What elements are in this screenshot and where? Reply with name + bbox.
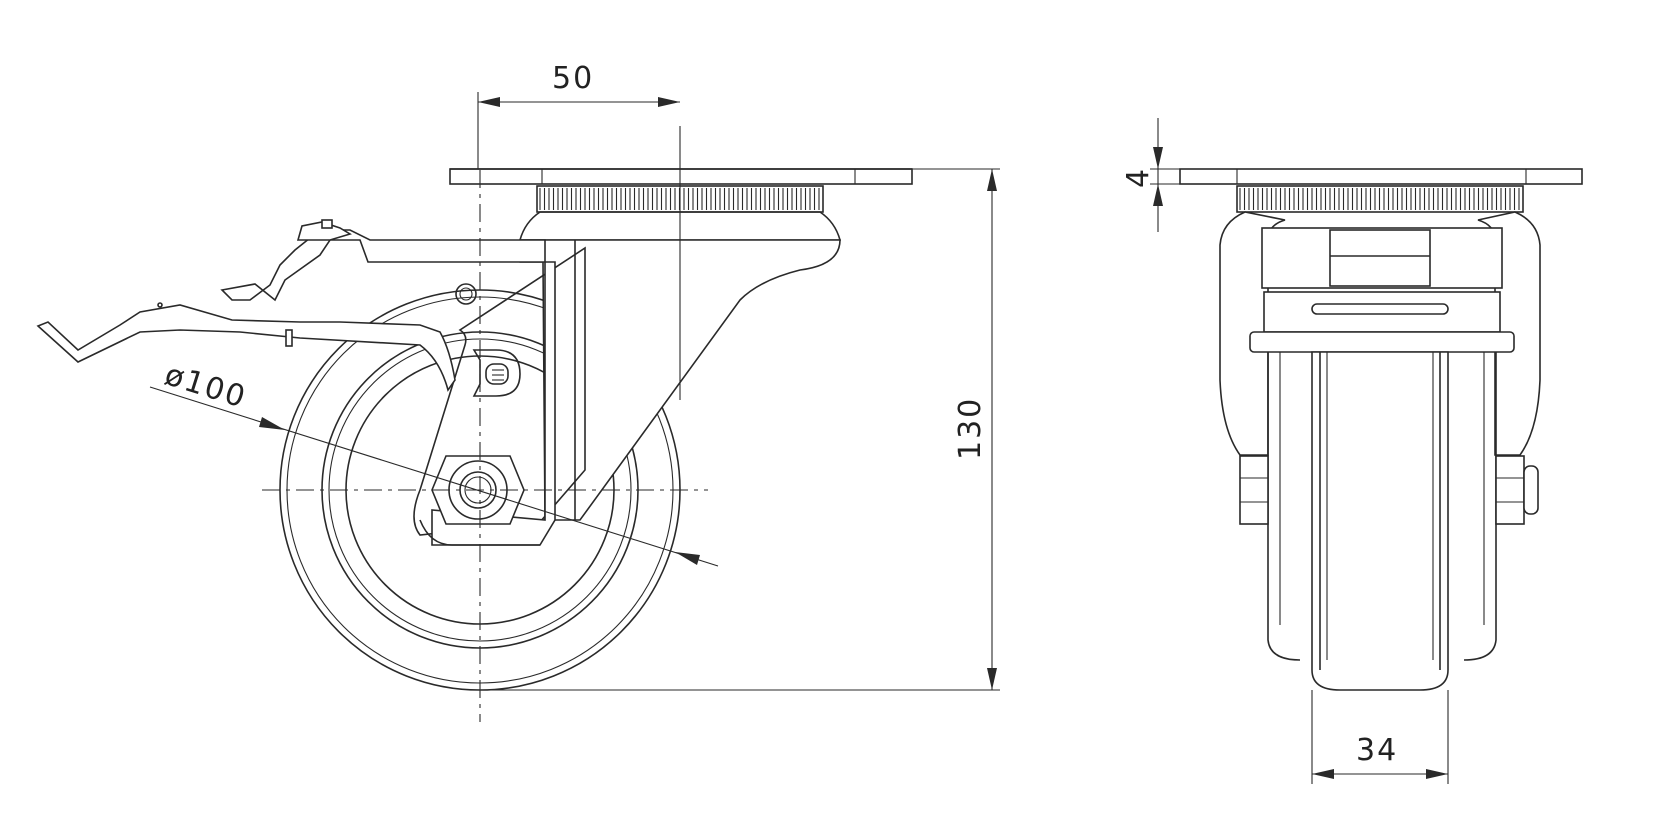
offset-dimension: 50: [477, 61, 680, 169]
side-view: 50 ø100 130: [36, 61, 1000, 722]
axle-nut-front-left: [1239, 455, 1269, 525]
wheel-front: [1311, 351, 1449, 691]
offset-dimension-label: 50: [552, 61, 594, 96]
plate-thickness-label: 4: [1121, 167, 1156, 188]
brake-lever-side: [36, 219, 546, 392]
wheel-width-label: 34: [1356, 733, 1398, 768]
axle-nut-front-right: [1495, 455, 1539, 525]
top-plate-front: [1179, 168, 1583, 185]
wheel-width-dimension: 34: [1311, 690, 1449, 784]
top-plate-side: [449, 168, 913, 185]
swivel-ring-front: [1236, 185, 1524, 213]
rivet-hole: [455, 283, 477, 305]
total-height-dimension: 130: [480, 168, 1000, 691]
brand-logo: [472, 349, 521, 397]
wheel-diameter-label: ø100: [161, 357, 251, 416]
plate-thickness-dimension: 4: [1121, 118, 1180, 232]
fork-front: [1219, 211, 1541, 661]
front-view: 4 34: [1121, 118, 1583, 784]
total-height-label: 130: [953, 397, 988, 460]
